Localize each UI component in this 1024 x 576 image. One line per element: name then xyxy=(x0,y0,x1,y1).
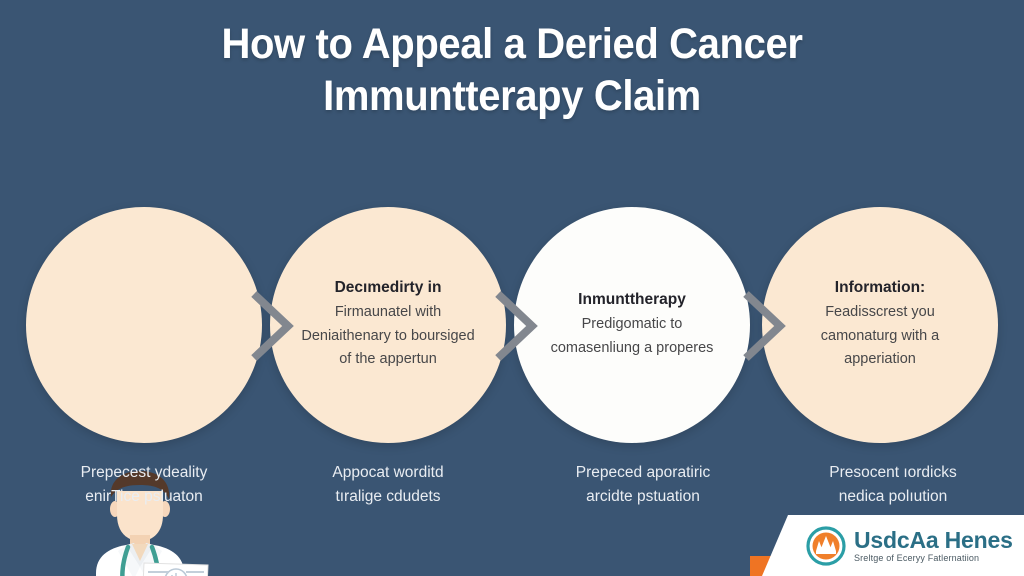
step-4-content: Information: Feadisscrest you camonaturg… xyxy=(792,278,968,372)
chevron-right-icon xyxy=(251,291,294,361)
step-1-caption-line-2: enirTice psluaton xyxy=(85,487,203,505)
step-3-content: Inmunttherapy Predigomatic to comasenliu… xyxy=(544,290,720,360)
page-title-line-2: Immuntterapy Claim xyxy=(323,72,701,121)
logo-name: UsdcAa Henes xyxy=(854,526,1013,553)
step-3-description: Predigomatic to comasenliung a properes xyxy=(550,316,714,356)
step-2-caption-line-2: tıralige cdudets xyxy=(335,487,441,505)
step-circle-3[interactable]: Inmunttherapy Predigomatic to comasenliu… xyxy=(514,207,750,443)
step-2-content: Decımedirty in Firmaunatel with Deniaith… xyxy=(300,278,476,372)
step-2-heading: Decımedirty in xyxy=(334,279,442,297)
step-circle-2[interactable]: Decımedirty in Firmaunatel with Deniaith… xyxy=(270,207,506,443)
page-title-line-1: How to Appeal a Deried Cancer xyxy=(221,20,803,68)
logo-tagline: Sreltge of Eceryy Fatlernatiion xyxy=(854,552,980,563)
step-3-caption-line-1: Prepeced aporatiric xyxy=(575,464,711,481)
step-4-caption-line-2: nedica polıution xyxy=(838,487,948,505)
chevron-right-icon xyxy=(743,291,786,361)
logo-text-block: UsdcAa Henes Sreltge of Eceryy Fatlernat… xyxy=(854,528,1013,564)
step-circle-4[interactable]: Information: Feadisscrest you camonaturg… xyxy=(762,207,998,443)
step-circle-1[interactable] xyxy=(26,207,262,576)
step-4-caption: Presocent ıordicks nedica polıution xyxy=(768,461,1018,508)
step-3-heading: Inmunttherapy xyxy=(578,290,686,308)
step-2-description: Firmaunatel with Deniaithenary to boursi… xyxy=(301,304,475,368)
step-4-description: Feadisscrest you camonaturg with a apper… xyxy=(820,304,940,368)
step-3-caption: Prepeced aporatiric arcidte pstuation xyxy=(518,461,768,508)
doctor-holding-document-illustration xyxy=(96,471,209,576)
step-1-caption-line-1: Prepecest ydeality xyxy=(80,464,208,481)
logo-badge[interactable]: UsdcAa Henes Sreltge of Eceryy Fatlernat… xyxy=(762,515,1024,576)
step-2-caption-line-1: Appocat worditd xyxy=(332,464,444,481)
page-title: How to Appeal a Deried Cancer Immunttera… xyxy=(36,18,988,123)
circular-emblem-icon xyxy=(806,525,846,566)
step-4-heading: Information: xyxy=(834,279,926,297)
chevron-right-icon xyxy=(495,291,538,361)
step-3-caption-line-2: arcidte pstuation xyxy=(586,487,700,505)
step-2-caption: Appocat worditd tıralige cdudets xyxy=(263,461,513,508)
step-1-caption: Prepecest ydeality enirTice psluaton xyxy=(19,461,269,508)
step-4-caption-line-1: Presocent ıordicks xyxy=(829,464,957,481)
